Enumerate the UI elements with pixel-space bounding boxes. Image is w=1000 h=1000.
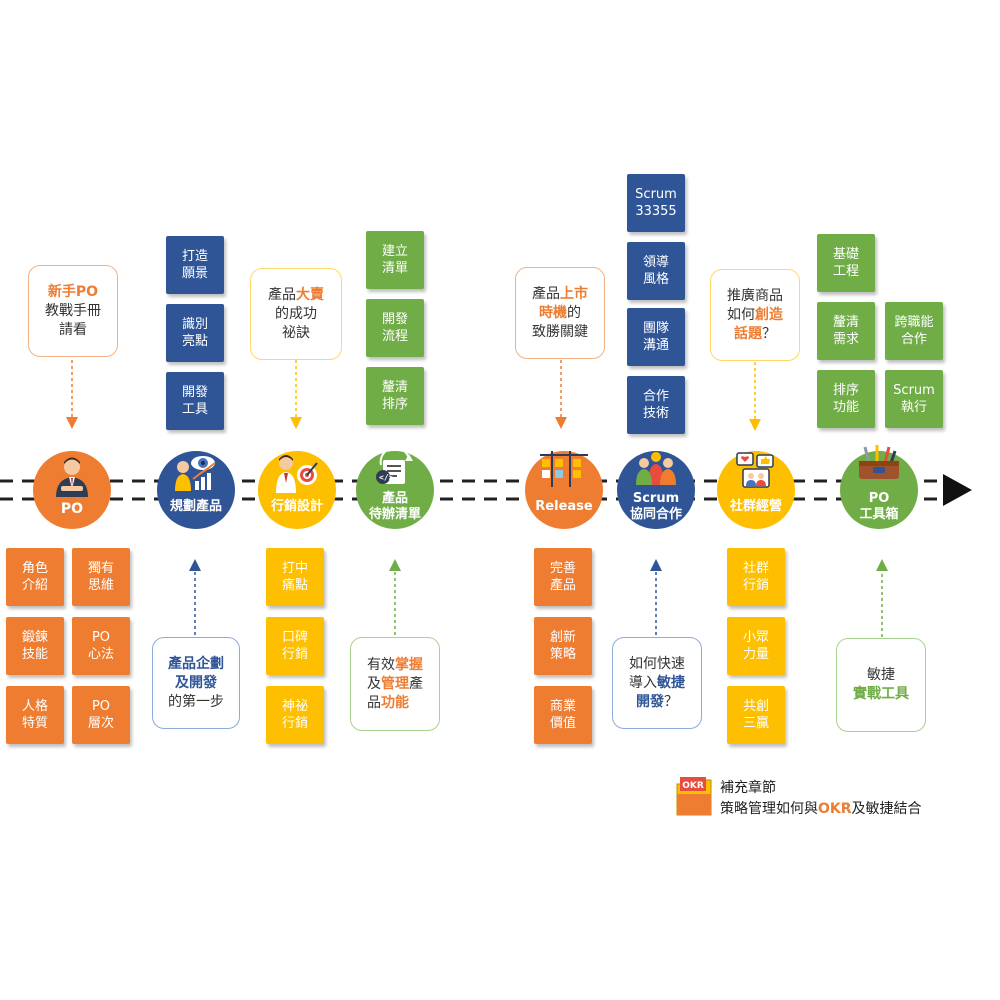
toolbox-bubble-highlight: 實戰工具 bbox=[853, 686, 909, 702]
po-card-mindset[interactable]: 獨有 思維 bbox=[72, 548, 130, 606]
po-bubble: 新手PO 教戰手冊 請看 bbox=[28, 265, 118, 357]
svg-text:</>: </> bbox=[379, 473, 394, 482]
social-bubble-text-b: ？ bbox=[762, 325, 776, 342]
backlog-card-sort[interactable]: 釐清 排序 bbox=[366, 367, 424, 425]
plan-card-tools[interactable]: 開發 工具 bbox=[166, 372, 224, 430]
plan-bubble: 產品企劃 及開發的第一步 bbox=[152, 637, 240, 729]
sticky-notes-icon bbox=[540, 451, 588, 487]
release-bubble-text-a: 產品 bbox=[532, 285, 560, 302]
node-social-label: 社群經營 bbox=[729, 499, 782, 514]
legend: 補充章節 策略管理如何與OKR及敏捷結合 bbox=[720, 778, 922, 820]
toolbox-card-requirements[interactable]: 釐清 需求 bbox=[817, 302, 875, 360]
scrum-bubble: 如何快速 導入敏捷 開發？ bbox=[612, 637, 702, 729]
plan-bubble-highlight: 產品企劃 及開發 bbox=[168, 655, 224, 691]
social-bubble-highlight: 創造 話題 bbox=[734, 306, 783, 342]
plan-card-highlight[interactable]: 識別 亮點 bbox=[166, 304, 224, 362]
scrum-bubble-text-b: ？ bbox=[664, 693, 678, 710]
legend-okr-highlight: OKR bbox=[818, 801, 852, 817]
node-toolbox[interactable]: PO 工具箱 bbox=[840, 445, 918, 529]
backlog-bubble-text-b: 及 bbox=[367, 675, 381, 692]
node-po[interactable]: PO bbox=[33, 451, 111, 529]
release-bubble: 產品上市 時機的 致勝關鍵 bbox=[515, 267, 605, 359]
release-card-improve[interactable]: 完善 產品 bbox=[534, 548, 592, 606]
node-po-label: PO bbox=[60, 501, 84, 517]
po-card-traits[interactable]: 人格 特質 bbox=[6, 686, 64, 744]
po-bubble-highlight: 新手PO bbox=[47, 283, 99, 300]
scrum-card-technique[interactable]: 合作 技術 bbox=[627, 376, 685, 434]
toolbox-bubble-text: 敏捷 bbox=[867, 667, 895, 683]
release-card-value[interactable]: 商業 價值 bbox=[534, 686, 592, 744]
marketing-card-wordofmouth[interactable]: 口碑 行銷 bbox=[266, 617, 324, 675]
toolbox-card-prioritize[interactable]: 排序 功能 bbox=[817, 370, 875, 428]
social-bubble-text-a: 推廣商品 如何 bbox=[727, 287, 783, 323]
scrum-card-communication[interactable]: 團隊 溝通 bbox=[627, 308, 685, 366]
node-release-label: Release bbox=[535, 499, 593, 514]
backlog-bubble-text-c: 產 品 bbox=[367, 675, 423, 711]
legend-text-b: 及敏捷結合 bbox=[851, 801, 922, 817]
marketing-card-painpoint[interactable]: 打中 痛點 bbox=[266, 548, 324, 606]
timeline-arrow-icon bbox=[943, 474, 972, 506]
marketing-bubble: 產品大賣的成功 祕訣 bbox=[250, 268, 342, 360]
backlog-bubble-text-a: 有效 bbox=[367, 656, 395, 673]
po-card-role[interactable]: 角色 介紹 bbox=[6, 548, 64, 606]
release-bubble-highlight: 上市 時機 bbox=[539, 285, 588, 321]
marketing-bubble-highlight: 大賣 bbox=[296, 286, 324, 303]
marketing-bubble-text-b: 的成功 祕訣 bbox=[275, 305, 317, 341]
social-bubble: 推廣商品 如何創造 話題？ bbox=[710, 269, 800, 361]
marketing-card-mystery[interactable]: 神祕 行銷 bbox=[266, 686, 324, 744]
backlog-card-process[interactable]: 開發 流程 bbox=[366, 299, 424, 357]
scrum-bubble-highlight: 敏捷 開發 bbox=[636, 674, 685, 710]
scrum-bubble-text-a: 如何快速 導入 bbox=[629, 655, 685, 691]
po-bubble-text: 教戰手冊 請看 bbox=[45, 302, 101, 338]
po-card-levels[interactable]: PO 層次 bbox=[72, 686, 130, 744]
release-bubble-text-b: 的 致勝關鍵 bbox=[532, 304, 588, 340]
node-backlog-label: 產品 待辦清單 bbox=[368, 491, 421, 522]
toolbox-card-crossfunction[interactable]: 跨職能 合作 bbox=[885, 302, 943, 360]
toolbox-card-basic[interactable]: 基礎 工程 bbox=[817, 234, 875, 292]
node-toolbox-label: PO 工具箱 bbox=[859, 491, 899, 522]
node-marketing[interactable]: 行銷設計 bbox=[258, 451, 336, 529]
node-plan-label: 規劃產品 bbox=[169, 499, 222, 514]
social-media-icon bbox=[736, 452, 774, 488]
backlog-document-icon: </> bbox=[376, 451, 413, 484]
plan-bubble-text: 的第一步 bbox=[168, 693, 224, 710]
okr-folder-icon: OKR bbox=[676, 776, 712, 816]
businessman-icon bbox=[56, 457, 88, 497]
legend-title: 補充章節 bbox=[720, 780, 776, 796]
node-release[interactable]: Release bbox=[525, 451, 603, 529]
social-card-marketing[interactable]: 社群 行銷 bbox=[727, 548, 785, 606]
target-icon bbox=[276, 455, 318, 493]
node-plan[interactable]: 規劃產品 bbox=[157, 451, 235, 529]
social-card-niche[interactable]: 小眾 力量 bbox=[727, 617, 785, 675]
legend-text-a: 策略管理如何與 bbox=[720, 801, 818, 817]
node-marketing-label: 行銷設計 bbox=[270, 499, 323, 514]
team-icon bbox=[636, 452, 676, 485]
backlog-bubble-highlight-b: 管理 bbox=[381, 675, 409, 692]
backlog-bubble-highlight-a: 掌握 bbox=[395, 656, 423, 673]
toolbox-icon bbox=[859, 445, 899, 479]
toolbox-card-scrum[interactable]: Scrum 執行 bbox=[885, 370, 943, 428]
po-card-principles[interactable]: PO 心法 bbox=[72, 617, 130, 675]
backlog-bubble-highlight-c: 功能 bbox=[381, 694, 409, 711]
plan-card-vision[interactable]: 打造 願景 bbox=[166, 236, 224, 294]
okr-badge-text: OKR bbox=[682, 781, 704, 791]
scrum-card-leadership[interactable]: 領導 風格 bbox=[627, 242, 685, 300]
legend-subtitle: 策略管理如何與OKR及敏捷結合 bbox=[720, 799, 922, 820]
node-backlog[interactable]: </> 產品 待辦清單 bbox=[356, 451, 434, 529]
vision-chart-icon bbox=[175, 456, 216, 491]
marketing-bubble-text-a: 產品 bbox=[268, 286, 296, 303]
backlog-card-create[interactable]: 建立 清單 bbox=[366, 231, 424, 289]
release-card-strategy[interactable]: 創新 策略 bbox=[534, 617, 592, 675]
node-scrum[interactable]: Scrum 協同合作 bbox=[617, 451, 695, 529]
toolbox-bubble: 敏捷實戰工具 bbox=[836, 638, 926, 732]
backlog-bubble: 有效掌握及管理產 品功能 bbox=[350, 637, 440, 731]
node-social[interactable]: 社群經營 bbox=[717, 451, 795, 529]
node-scrum-label: Scrum 協同合作 bbox=[629, 491, 682, 522]
po-card-skills[interactable]: 鍛鍊 技能 bbox=[6, 617, 64, 675]
scrum-card-33355[interactable]: Scrum 33355 bbox=[627, 174, 685, 232]
social-card-cocreate[interactable]: 共創 三贏 bbox=[727, 686, 785, 744]
